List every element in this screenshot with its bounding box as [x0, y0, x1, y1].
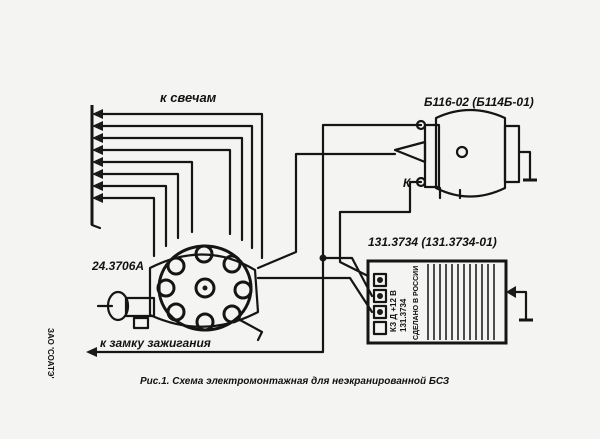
- plug-wire-4: [101, 148, 232, 236]
- side-text: ЗАО 'СОАТЭ': [46, 328, 55, 379]
- vacuum-body: [124, 296, 156, 318]
- spark-plug-arrows: [92, 109, 103, 203]
- spark-plug-arrow-2: [92, 121, 103, 131]
- switch-marking-1: КЗ Д +12 В: [389, 290, 398, 332]
- spark-plug-wires: [101, 112, 264, 260]
- switch-ground-wire: [514, 290, 528, 322]
- ignition-coil: [393, 108, 537, 200]
- cap-center-dot: [202, 285, 208, 291]
- switch-label: 131.3734 (131.3734-01): [368, 235, 497, 249]
- to-ignition-lock-label: к замку зажигания: [100, 336, 211, 350]
- switch-heatsink: [427, 264, 495, 340]
- coil-hv-output: [455, 145, 469, 159]
- plug-wire-6: [101, 172, 180, 240]
- spark-plug-ground-tick: [90, 223, 102, 230]
- plug-wire-8: [101, 196, 156, 258]
- cap-tower-8: [156, 278, 176, 298]
- ignition-switch: КЗ Д +12 В 131.3734 СДЕЛАНО В РОССИИ: [366, 259, 533, 345]
- coil-terminal-k-label: К: [403, 176, 412, 190]
- spark-plug-arrow-6: [92, 169, 103, 179]
- to-spark-plugs-label: к свечам: [160, 90, 217, 105]
- hv-coil-to-distributor: [256, 152, 397, 270]
- distributor-body: [148, 253, 260, 328]
- cap-tower-2: [194, 244, 214, 264]
- cap-tower-1: [166, 256, 186, 276]
- spark-plug-group: [90, 105, 103, 230]
- spark-plug-arrow-4: [92, 145, 103, 155]
- switch-connector-row: [372, 272, 388, 336]
- cap-tower-7: [166, 302, 186, 322]
- switch-marking-2: 131.3734: [399, 298, 408, 332]
- cap-tower-5: [222, 304, 242, 324]
- plug-wire-1: [101, 112, 264, 260]
- plug-wire-3: [101, 136, 244, 242]
- distributor-label: 24.3706А: [91, 259, 144, 273]
- figure-caption: Рис.1. Схема электромонтажная для неэкра…: [140, 376, 450, 387]
- ignition-lock-arrow: [86, 347, 97, 357]
- junction-to-switch: [321, 256, 374, 298]
- cap-tower-6: [195, 312, 215, 332]
- coil-label: Б116-02 (Б114Б-01): [424, 95, 534, 109]
- spark-plug-arrow-5: [92, 157, 103, 167]
- switch-mount-tab: [506, 286, 516, 298]
- spark-plug-arrow-8: [92, 193, 103, 203]
- spark-plug-arrow-7: [92, 181, 103, 191]
- spark-plug-arrow-1: [92, 109, 103, 119]
- coil-k-to-switch: [338, 180, 423, 278]
- coil-mount-bracket: [503, 124, 521, 184]
- vacuum-bracket: [132, 316, 150, 330]
- switch-housing: [366, 259, 508, 345]
- cap-center-tower: [194, 277, 216, 299]
- connecting-wires: [86, 123, 423, 357]
- coil-ground-wire: [517, 150, 532, 182]
- sensor-to-switch: [256, 276, 374, 314]
- coil-hv-nozzle: [393, 140, 427, 164]
- cap-tower-3: [222, 254, 242, 274]
- plug-wire-2: [101, 124, 254, 250]
- distributor: [96, 244, 264, 342]
- plug-wire-7: [101, 184, 168, 248]
- spark-plug-arrow-3: [92, 133, 103, 143]
- coil-positive-wire: [321, 123, 423, 260]
- coil-body: [434, 108, 507, 198]
- supply-to-ignition-lock: [93, 256, 325, 354]
- distributor-clamp: [238, 318, 264, 342]
- plug-wire-5: [101, 160, 194, 234]
- cap-tower-4: [233, 280, 253, 300]
- switch-marking-3: СДЕЛАНО В РОССИИ: [413, 266, 420, 340]
